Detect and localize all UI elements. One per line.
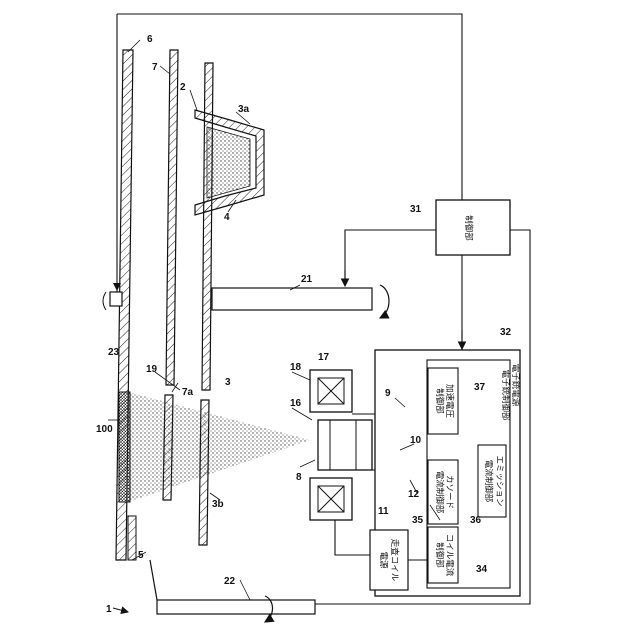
- gun-body-16: [318, 420, 372, 470]
- ref-36: 36: [470, 515, 482, 526]
- ref-7a: 7a: [182, 387, 194, 398]
- shutter-5: [128, 516, 136, 560]
- ref-37: 37: [474, 382, 486, 393]
- ref-10: 10: [410, 435, 422, 446]
- emission-line1: エミッション: [494, 455, 504, 506]
- ref-1: 1: [106, 604, 112, 615]
- gun-control-label: 電子銃制御部: [500, 369, 511, 421]
- ref-34: 34: [476, 564, 488, 575]
- ref-3a: 3a: [238, 104, 250, 115]
- pointer-1: [113, 608, 128, 612]
- ref-35: 35: [412, 515, 424, 526]
- rotation-shaft-21: [212, 288, 372, 310]
- scan-coil-line2: 電源: [378, 551, 388, 569]
- rotator-23: [110, 292, 122, 306]
- coil-current-line1: コイル電流: [444, 534, 455, 577]
- ref-18: 18: [290, 362, 302, 373]
- emission-line2: 電流制御部: [483, 460, 494, 503]
- scan-coil-power-11: [370, 530, 408, 590]
- ref-21: 21: [301, 274, 313, 285]
- gun-power-label: 電子銃電源: [510, 364, 521, 407]
- cathode-line2: 電流制御部: [434, 471, 445, 514]
- ref-12: 12: [408, 489, 420, 500]
- control-unit-label: 制御部: [463, 215, 474, 241]
- ref-32: 32: [500, 327, 512, 338]
- ref-6: 6: [147, 34, 153, 45]
- ref-2: 2: [180, 82, 186, 93]
- connector-5-22: [150, 560, 157, 600]
- evaporation-cloud: [128, 392, 310, 502]
- ref-23: 23: [108, 347, 120, 358]
- accel-voltage-line2: 制御部: [434, 388, 445, 414]
- coil-current-line2: 制御部: [434, 542, 445, 568]
- scan-coil-line1: 走査コイル: [389, 539, 400, 582]
- ref-3: 3: [225, 377, 231, 388]
- cathode-line1: カソード: [444, 475, 454, 509]
- ref-31: 31: [410, 204, 422, 215]
- ref-16: 16: [290, 398, 302, 409]
- ref-7: 7: [152, 62, 158, 73]
- ref-3b: 3b: [212, 499, 224, 510]
- ref-9: 9: [385, 388, 391, 399]
- ref-19: 19: [146, 364, 158, 375]
- ref-8: 8: [296, 472, 302, 483]
- ref-17: 17: [318, 352, 330, 363]
- ref-4: 4: [224, 212, 230, 223]
- holder-22: [157, 600, 315, 614]
- accel-voltage-line1: 加速電圧: [444, 384, 455, 419]
- ref-100: 100: [96, 424, 113, 435]
- ref-11: 11: [378, 506, 389, 517]
- ref-22: 22: [224, 576, 236, 587]
- rotation-arrow-21: [380, 285, 389, 318]
- ref-5: 5: [138, 550, 144, 561]
